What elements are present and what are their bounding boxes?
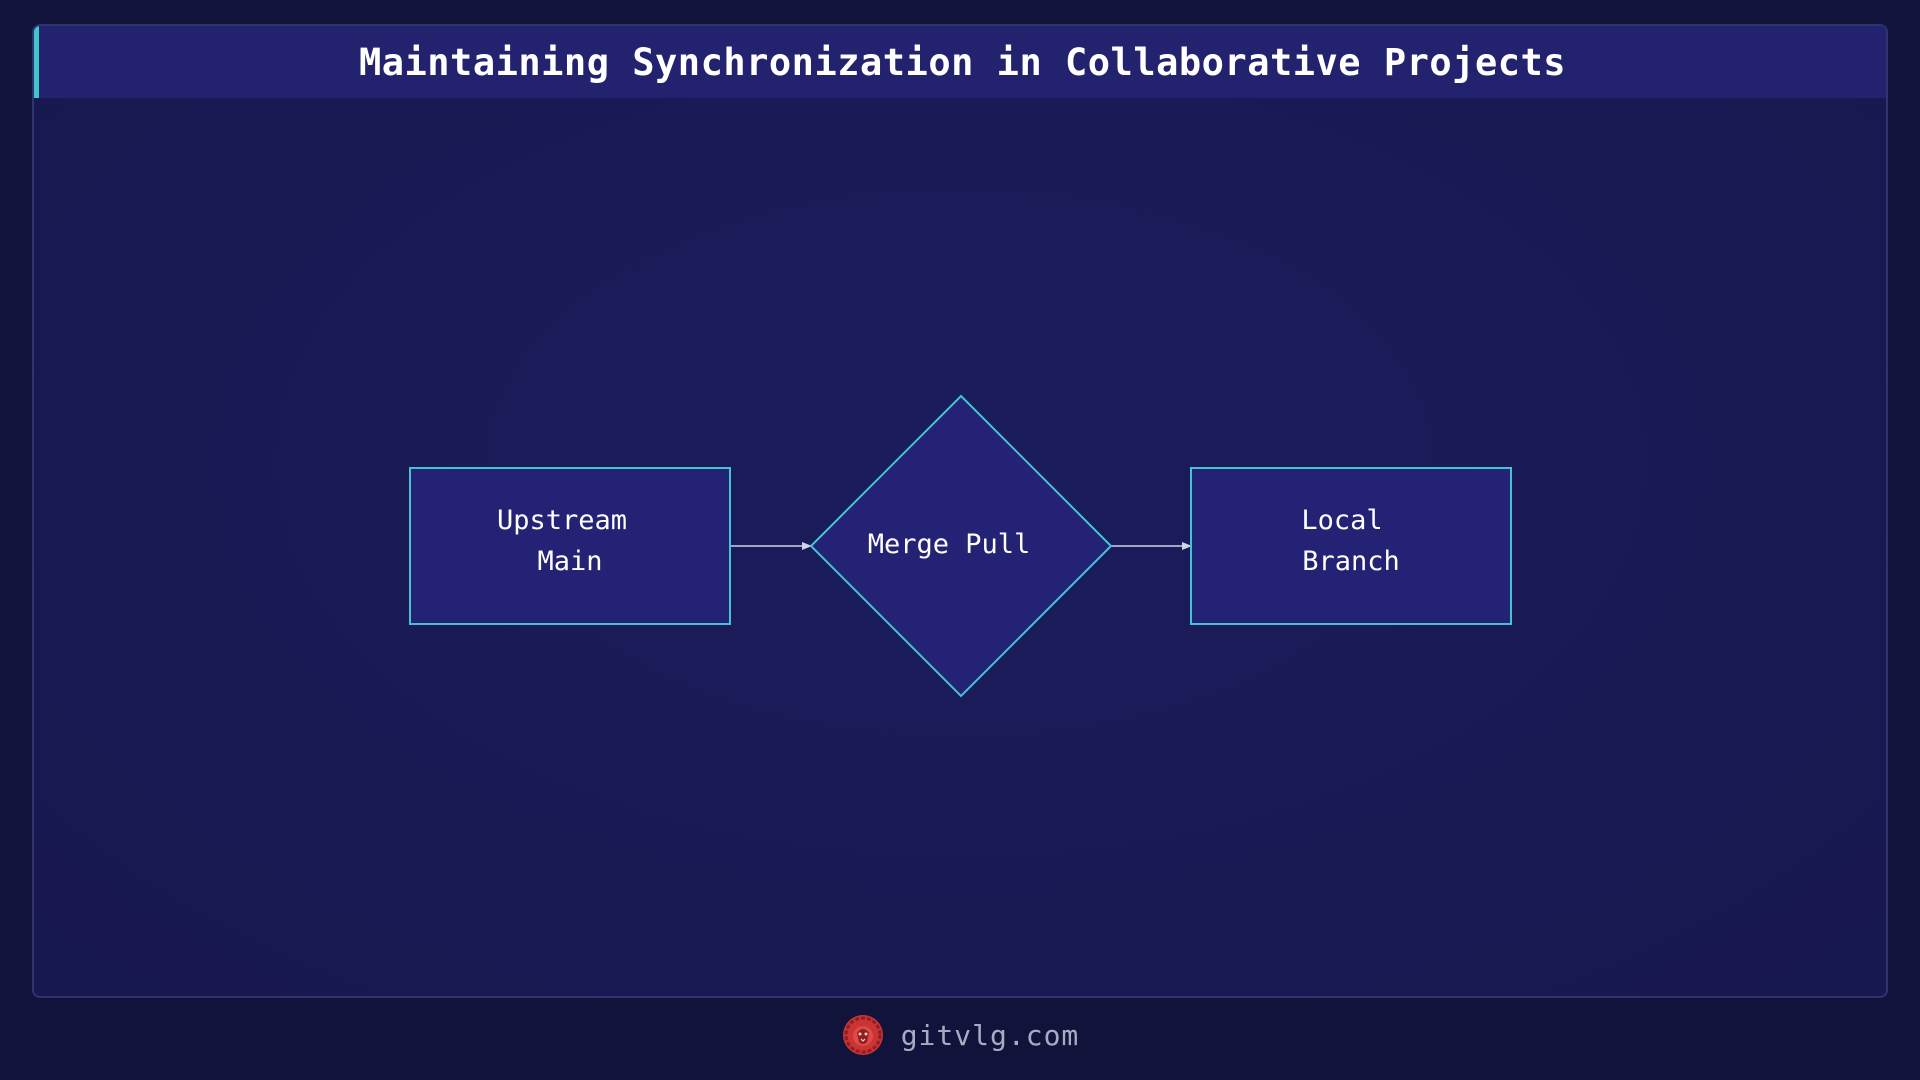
page-title: Maintaining Synchronization in Collabora… <box>358 40 1567 84</box>
node-local-branch: Local Branch <box>1190 467 1512 625</box>
diagram-panel: Maintaining Synchronization in Collabora… <box>32 24 1888 998</box>
node-merge-label: Merge Pull <box>868 529 1031 560</box>
footer-site-link[interactable]: gitvlg.com <box>900 1018 1080 1052</box>
node-upstream-main: Upstream Main <box>409 467 731 625</box>
footer: gitvlg.com <box>0 1010 1920 1060</box>
node-merge-pull: Merge Pull <box>809 394 1113 698</box>
lion-head-icon <box>842 1015 883 1055</box>
node-upstream-label-line-2: Main <box>537 546 602 577</box>
node-upstream-label-line-1: Upstream <box>497 505 627 536</box>
node-local-label-line-2: Branch <box>1302 546 1400 577</box>
node-local-label-line-1: Local <box>1301 505 1382 536</box>
title-bar: Maintaining Synchronization in Collabora… <box>34 26 1886 98</box>
